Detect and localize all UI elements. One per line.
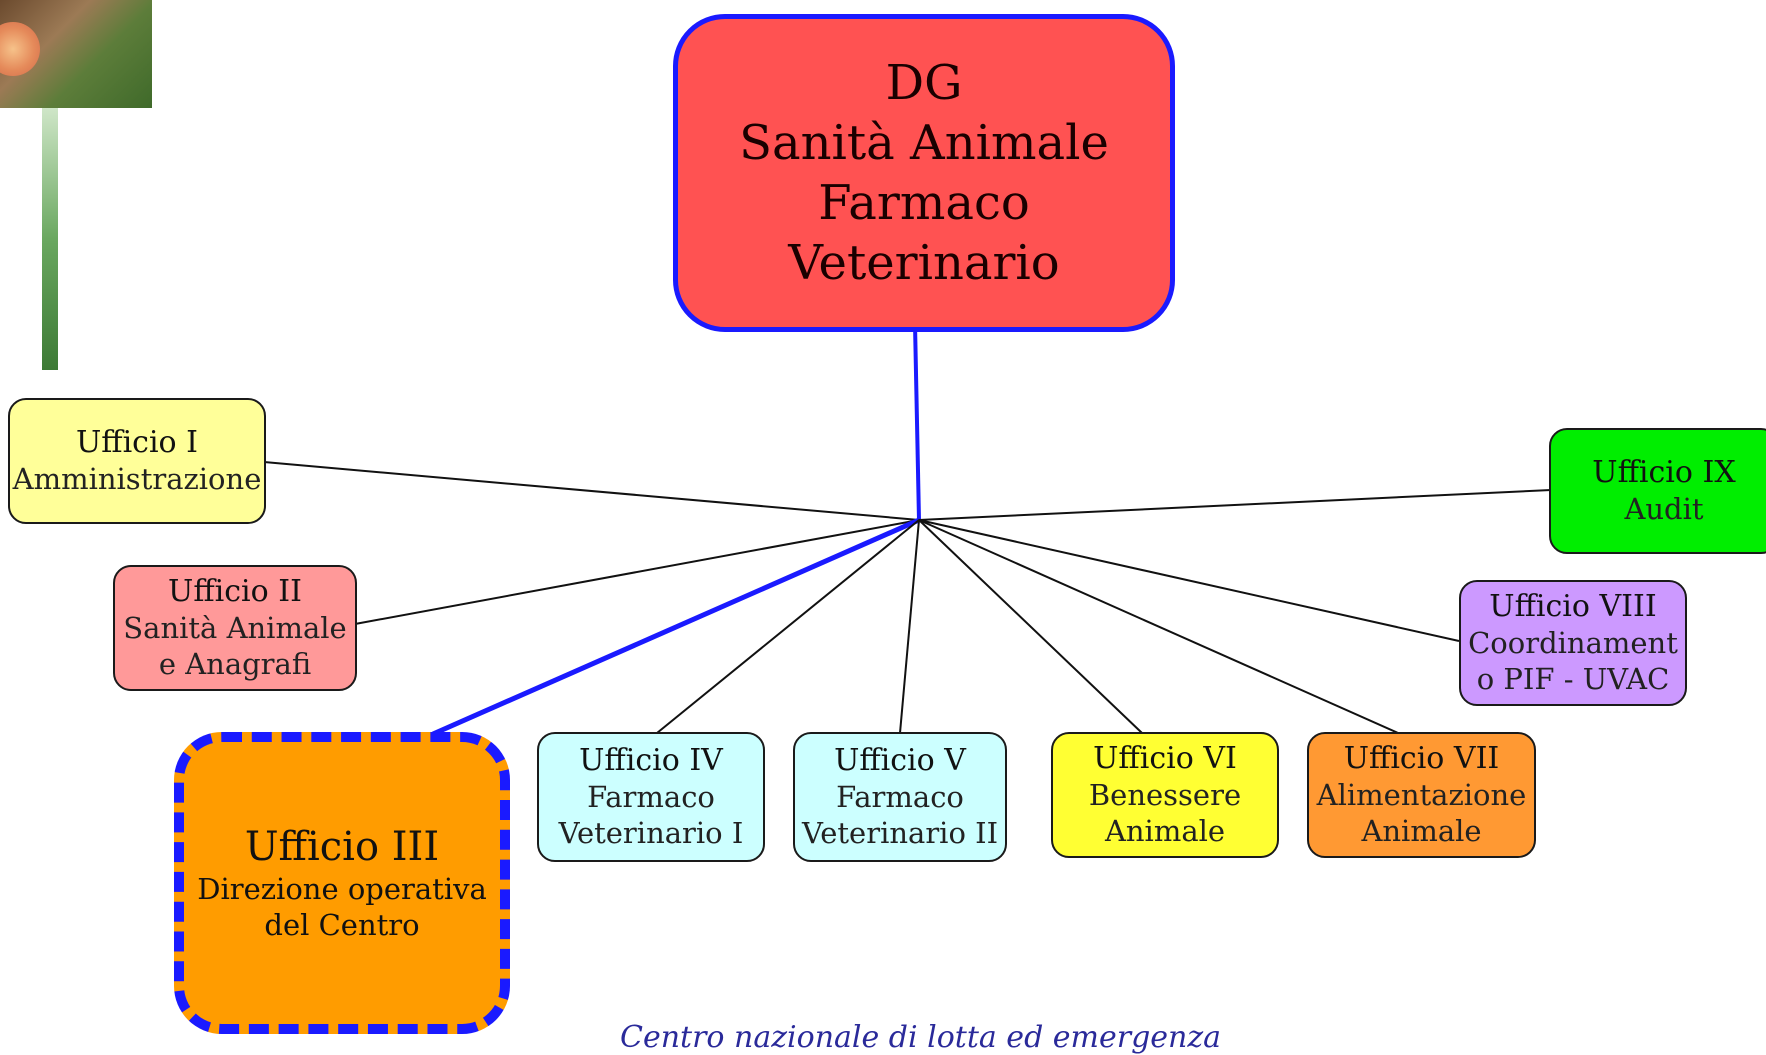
office-box-ufficio-iii: Ufficio III Direzione operativa del Cent… — [174, 732, 510, 1034]
office-subtitle: e Anagrafi — [158, 647, 312, 681]
office-title: Ufficio I — [75, 424, 199, 460]
connector-ufficio-ix — [918, 489, 1552, 521]
connector-ufficio-viii — [918, 519, 1460, 642]
office-box-ufficio-v: Ufficio V Farmaco Veterinario II — [793, 732, 1007, 862]
office-subtitle: Benessere — [1088, 777, 1242, 812]
decorative-stripe — [42, 108, 58, 370]
office-box-ufficio-vii: Ufficio VII Alimentazione Animale — [1307, 732, 1536, 858]
office-subtitle: Veterinario II — [801, 816, 999, 850]
office-subtitle: Audit — [1624, 491, 1704, 526]
office-subtitle: Sanità Animale — [123, 610, 347, 645]
office-title: Ufficio V — [834, 742, 966, 778]
office-title: Ufficio IV — [579, 742, 723, 778]
connector-ufficio-vi — [918, 519, 1143, 734]
office-subtitle: o PIF - UVAC — [1476, 662, 1670, 696]
office-box-ufficio-viii: Ufficio VIII Coordinament o PIF - UVAC — [1459, 580, 1687, 706]
connector-ufficio-v — [899, 519, 920, 734]
office-box-ufficio-vi: Ufficio VI Benessere Animale — [1051, 732, 1279, 858]
dg-line-3: Farmaco Veterinario — [788, 175, 1060, 291]
office-subtitle: Alimentazione — [1316, 777, 1527, 812]
office-box-ufficio-ix: Ufficio IX Audit — [1549, 428, 1766, 554]
office-title: Ufficio IX — [1592, 454, 1736, 490]
dg-line-1: DG — [885, 55, 963, 111]
office-subtitle: Farmaco — [836, 779, 964, 814]
connector-ufficio-i — [263, 461, 920, 521]
office-box-ufficio-i: Ufficio I Amministrazione — [8, 398, 266, 524]
dg-box: DG Sanità Animale Farmaco Veterinario — [673, 14, 1175, 332]
office-subtitle: Direzione operativa — [197, 871, 487, 906]
office-subtitle: Animale — [1104, 814, 1226, 848]
office-box-ufficio-iv: Ufficio IV Farmaco Veterinario I — [537, 732, 765, 862]
connector-ufficio-iii — [431, 517, 921, 737]
office-subtitle: Amministrazione — [12, 461, 262, 496]
office-title: Ufficio II — [168, 573, 302, 609]
office-title: Ufficio VI — [1093, 740, 1237, 776]
office-box-ufficio-ii: Ufficio II Sanità Animale e Anagrafi — [113, 565, 357, 691]
connector-ufficio-iv — [656, 519, 920, 734]
office-subtitle: Coordinament — [1468, 625, 1678, 660]
office-title: Ufficio VII — [1343, 740, 1500, 776]
office-title: Ufficio III — [244, 823, 440, 870]
connector-dg-hub — [913, 323, 921, 521]
office-subtitle: Animale — [1361, 814, 1482, 848]
connector-ufficio-ii — [354, 519, 920, 625]
office-subtitle: Veterinario I — [558, 816, 744, 850]
office-title: Ufficio VIII — [1489, 588, 1657, 624]
connector-ufficio-vii — [918, 519, 1399, 734]
dg-line-2: Sanità Animale — [739, 115, 1109, 171]
office-subtitle: Farmaco — [587, 779, 715, 814]
office-subtitle: del Centro — [264, 908, 420, 942]
